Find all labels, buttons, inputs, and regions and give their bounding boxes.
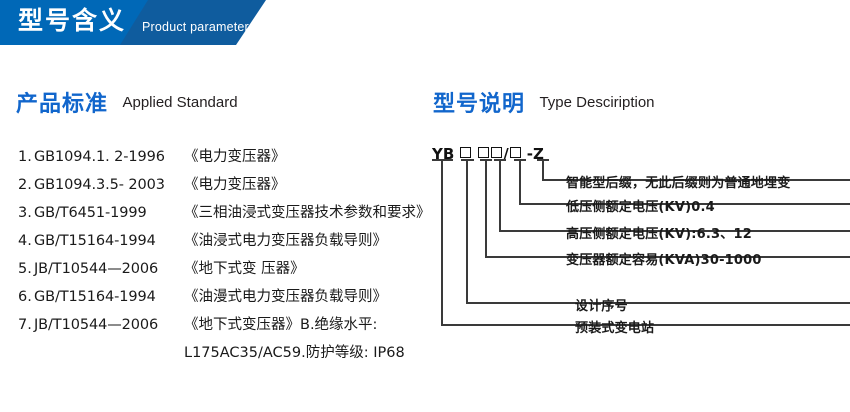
list-item-continuation: L175AC35/AC59.防护等级: IP68 xyxy=(184,345,405,361)
list-item-code: GB1094.3.5- 2003 xyxy=(34,177,165,193)
code-box-2 xyxy=(478,147,490,158)
list-item-number: 4. xyxy=(18,233,32,249)
section-heading-en: Type Desciription xyxy=(539,93,655,111)
list-item-title: 《油浸式电力变压器负载导则》 xyxy=(184,233,387,249)
list-item-title: 《地下式变 压器》 xyxy=(184,261,305,277)
page-header-banner: 型号含义 Product parameters xyxy=(0,0,850,45)
list-item-number: 5. xyxy=(18,261,32,277)
banner-divider xyxy=(0,45,850,48)
list-item: 6. GB/T15164-1994 《油漫式电力变压器负载导则》 xyxy=(18,285,433,313)
code-box-1 xyxy=(460,147,472,158)
callout-label-hv-voltage: 高压侧额定电压(KV):6.3、12 xyxy=(566,227,752,242)
standards-list: 1. GB1094.1. 2-1996 《电力变压器》 2. GB1094.3.… xyxy=(18,145,433,369)
list-item-number: 3. xyxy=(18,205,32,221)
code-dash: - xyxy=(526,145,534,163)
model-code-label: YB /-Z xyxy=(432,145,544,163)
banner-title-en: Product parameters xyxy=(142,20,256,34)
banner-white-strip xyxy=(268,32,850,45)
banner-title-cn: 型号含义 xyxy=(18,6,127,35)
list-item-code: GB/T6451-1999 xyxy=(34,205,147,221)
list-item: 4. GB/T15164-1994 《油浸式电力变压器负载导则》 xyxy=(18,229,433,257)
list-item: 3. GB/T6451-1999 《三相油浸式变压器技术参数和要求》 xyxy=(18,201,433,229)
callout-label-design-no: 设计序号 xyxy=(575,299,628,314)
list-item: 1. GB1094.1. 2-1996 《电力变压器》 xyxy=(18,145,433,173)
list-item-title: 《三相油浸式变压器技术参数和要求》 xyxy=(184,205,431,221)
list-item-code: JB/T10544—2006 xyxy=(34,317,159,333)
section-heading-applied-standard: 产品标准 Applied Standard xyxy=(16,86,238,118)
list-item-title: 《油漫式电力变压器负载导则》 xyxy=(184,289,387,305)
model-code-prefix: YB xyxy=(432,145,455,163)
list-item-number: 1. xyxy=(18,149,32,165)
callout-label-lv-voltage: 低压侧额定电压(KV)0.4 xyxy=(566,200,715,215)
section-heading-type-description: 型号说明 Type Desciription xyxy=(433,86,655,118)
list-item-code: JB/T10544—2006 xyxy=(34,261,159,277)
list-item-title: 《电力变压器》 xyxy=(184,177,286,193)
callout-label-suffix: 智能型后缀，无此后缀则为普通地埋变 xyxy=(566,176,791,191)
callout-label-substation: 预装式变电站 xyxy=(575,321,655,336)
callout-label-capacity: 变压器额定容易(KVA)30-1000 xyxy=(566,253,762,268)
list-item-code: GB/T15164-1994 xyxy=(34,233,156,249)
list-item-number: 7. xyxy=(18,317,32,333)
list-item-title: 《地下式变压器》B.绝缘水平: xyxy=(184,317,378,333)
code-box-4 xyxy=(509,147,521,158)
code-suffix-z: Z xyxy=(533,145,544,163)
section-heading-cn: 产品标准 xyxy=(16,92,109,117)
leader-lines xyxy=(432,159,850,326)
section-heading-en: Applied Standard xyxy=(122,93,238,111)
list-item-number: 6. xyxy=(18,289,32,305)
list-item: 2. GB1094.3.5- 2003 《电力变压器》 xyxy=(18,173,433,201)
list-item: 5. JB/T10544—2006 《地下式变 压器》 xyxy=(18,257,433,285)
list-item-code: GB/T15164-1994 xyxy=(34,289,156,305)
code-slash: / xyxy=(503,145,509,163)
section-heading-cn: 型号说明 xyxy=(433,92,526,117)
list-item: 7. JB/T10544—2006 《地下式变压器》B.绝缘水平: xyxy=(18,313,433,341)
model-code-diagram: YB/-Z 智能型后缀，无此后缀则为普通地埋变 低压侧额定电压(KV) xyxy=(420,140,850,350)
list-item-number: 2. xyxy=(18,177,32,193)
list-item-code: GB1094.1. 2-1996 xyxy=(34,149,165,165)
list-item-title: 《电力变压器》 xyxy=(184,149,286,165)
code-box-3 xyxy=(491,147,503,158)
